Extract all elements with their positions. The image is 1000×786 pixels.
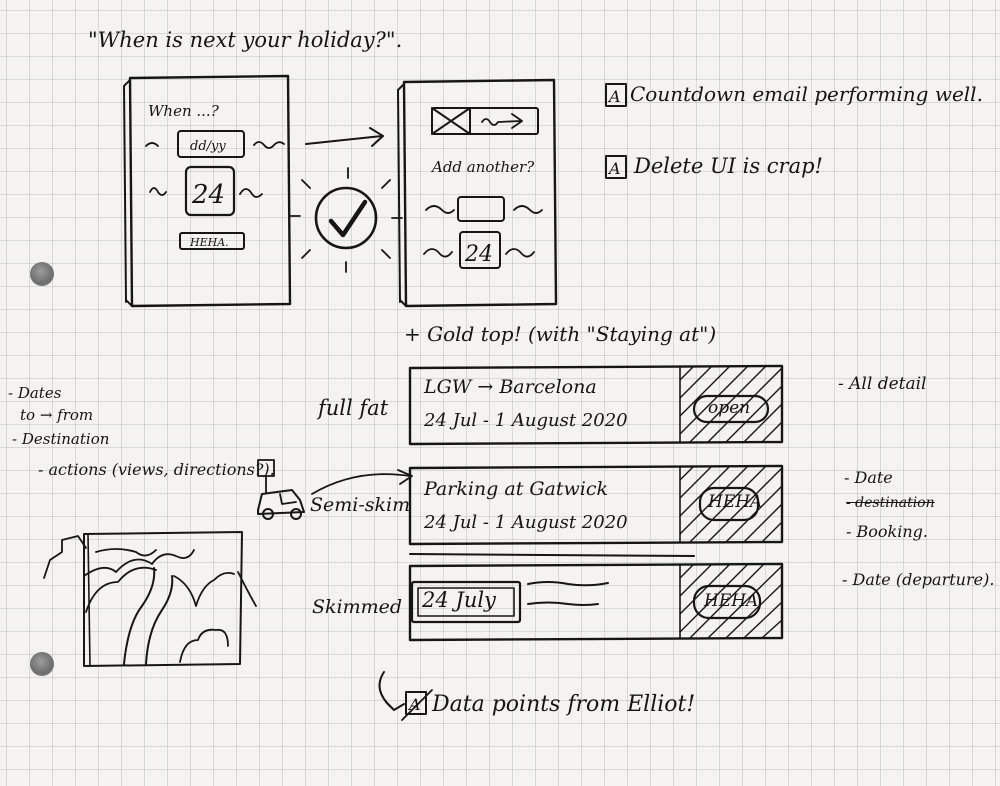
arrow-car-head (397, 469, 413, 485)
note-skimmed-date: - Date (departure). (842, 570, 995, 589)
variant-label-full-fat: full fat (318, 396, 389, 420)
arrow-car-to-card (311, 473, 411, 495)
ab-badge-box-two (605, 155, 627, 179)
screen-two-date-value: 24 (464, 242, 493, 267)
variant-label-semi-skim: Semi-skim (310, 494, 411, 516)
card-skimmed (408, 562, 784, 642)
screen-one-button-label: HEHA. (189, 236, 229, 249)
note-gold-top: + Gold top! (with "Staying at") (404, 322, 717, 346)
note-semi-skim-destination: - destination (846, 495, 935, 511)
page-title: "When is next your holiday?". (88, 28, 403, 52)
note-countdown-email: Countdown email performing well. (630, 82, 983, 106)
variant-label-skimmed: Skimmed (312, 596, 403, 618)
binder-hole-bottom (30, 652, 54, 676)
checkmark-icon (289, 167, 403, 273)
card-semi-skim (408, 464, 784, 557)
note-semi-skim-booking: - Booking. (846, 522, 928, 541)
note-semi-skim-date: - Date (844, 468, 893, 487)
card-full-fat-route: LGW → Barcelona (424, 376, 597, 398)
screen-one-heading: When ...? (148, 102, 220, 120)
ab-badge-one: A (607, 87, 621, 106)
phone-sketch-one: When ...? dd/yy 24 HEHA. (123, 74, 292, 308)
card-semi-skim-heha-button[interactable]: HEHA (708, 492, 763, 512)
screen-one-date-value: 24 (191, 180, 225, 210)
ab-badge-three: A (407, 695, 421, 714)
ab-badge-box-one (605, 83, 627, 107)
left-note-actions: - actions (views, directions?). (38, 460, 275, 479)
arrow-to-screen-two (305, 135, 383, 145)
card-skimmed-date-box: 24 July (422, 588, 496, 612)
note-delete-ui: Delete UI is crap! (634, 154, 823, 178)
footer-note: Data points from Elliot! (432, 692, 696, 717)
footer-badge-strike (401, 689, 433, 721)
footer-arrow-head (385, 701, 405, 711)
note-full-fat: - All detail (838, 374, 927, 394)
screen-one-field-value: dd/yy (190, 139, 226, 154)
screen-two-prompt: Add another? (430, 158, 535, 176)
map-sketch-icon (43, 531, 257, 667)
ab-badge-box-three (405, 691, 427, 715)
phone-sketch-two: Add another? 24 (397, 78, 558, 308)
ab-badge-two: A (607, 159, 621, 178)
left-note-destination: - Destination (12, 430, 110, 448)
card-full-fat-dates: 24 Jul - 1 August 2020 (424, 410, 628, 431)
left-note-to-from: to → from (20, 406, 94, 424)
card-semi-skim-title: Parking at Gatwick (424, 478, 609, 500)
card-full-fat (408, 364, 784, 446)
card-skimmed-heha-button[interactable]: HEHA (704, 591, 759, 611)
binder-hole-top (30, 262, 54, 286)
left-note-dates: - Dates (8, 384, 62, 402)
card-full-fat-open-button[interactable]: open (708, 398, 751, 418)
arrow-head (369, 127, 384, 147)
car-icon (257, 459, 305, 520)
card-semi-skim-dates: 24 Jul - 1 August 2020 (424, 512, 628, 533)
